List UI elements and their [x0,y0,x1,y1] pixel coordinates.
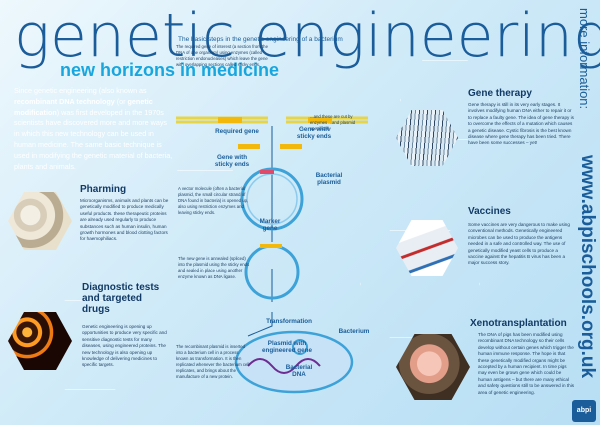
diagnostic-title: Diagnostic tests and targeted drugs [82,282,160,315]
label-transformation: Transformation [266,318,312,325]
diagram-step-1-right: ...and these are cut by enzymes ...and p… [310,114,356,131]
gene-sticky-ends [238,144,260,149]
intro-term-recombinant: recombinant DNA technology [14,96,115,106]
intro-paragraph: Since genetic engineering (also known as… [14,86,174,172]
label-plasmid-engineered: Plasmid with engineered gene [261,340,313,354]
poster-title: genetic engineering [14,1,600,71]
diagram-step-3: The new gene is annealed (spliced) into … [178,256,250,279]
sheep-photo [8,192,72,250]
bacterial-plasmid [240,167,304,231]
dna-sequence-photo [396,110,458,166]
label-required-gene: Required gene [215,128,259,135]
vaccines-body: Some vaccines are very dangerous to make… [468,222,570,266]
label-bacterial-plasmid: Bacterial plasmid [315,172,343,186]
inserted-gene [260,244,282,248]
diagram-heading: The basic steps in the genetic engineeri… [178,36,343,43]
diagram-step-1: The required gene of interest (a section… [176,44,268,67]
label-bacterium: Bacterium [338,328,370,335]
xeno-title: Xenotransplantation [470,318,567,329]
transformation-arrow [247,312,273,337]
diagnostic-body: Genetic engineering is opening up opport… [82,324,167,368]
xeno-body: The DNA of pigs has been modified using … [478,332,575,395]
gene-therapy-title: Gene therapy [468,88,532,99]
label-gene-sticky-ends: Gene with sticky ends [296,126,332,140]
syringe-photo [396,220,458,276]
gene-therapy-body: Gene therapy is still in its very early … [468,102,574,146]
poster-subtitle: new horizons in medicine [60,60,280,80]
marker-gene [260,170,274,174]
plasmid-in-bacterium [292,339,308,355]
intro-term-gm: genetic modification [14,96,153,117]
abpi-logo: abpi [572,400,596,422]
vaccines-title: Vaccines [468,206,511,217]
label-bacterial-dna: Bacterial DNA [285,364,313,378]
intro-text-3: ) was first developed in the 1970s scien… [14,107,173,171]
diagram-step-4: The recombinant plasmid is inserted into… [176,344,250,379]
bacterium-cell [234,330,354,394]
website-link[interactable]: www.abpischools.org.uk [577,155,598,379]
genetic-engineering-diagram [176,116,368,394]
label-gene-sticky-ends: Gene with sticky ends [214,154,250,168]
gene-sticky-ends [280,144,302,149]
label-marker-gene: Marker gene [259,218,281,232]
more-info-label: more information: [577,8,592,110]
required-gene-segment [308,117,332,123]
bacterial-dna [247,358,321,374]
pharming-title: Pharming [80,184,127,195]
required-gene-segment [218,117,242,123]
diagram-step-2: A vector molecule (often a bacterial pla… [178,186,249,215]
pharming-body: Microorganisms, animals and plants can b… [80,198,169,242]
intro-text-2: (or [114,96,128,106]
diagram-panel [168,14,382,414]
piglet-photo [396,334,470,400]
intro-text-1: Since genetic engineering (also known as [14,86,147,95]
